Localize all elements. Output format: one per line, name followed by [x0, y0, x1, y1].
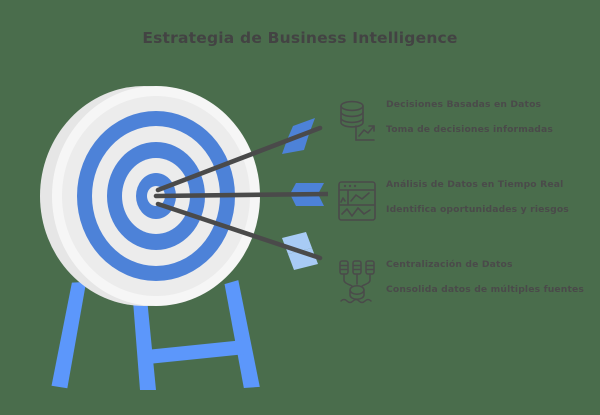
stand-leg-left: [51, 281, 87, 389]
stand-leg-right: [224, 280, 260, 389]
arrow-bottom-shaft: [155, 201, 323, 261]
stand-leg-middle: [132, 288, 156, 390]
arrow-middle-fletching-upper: [290, 183, 324, 194]
feature-title: Análisis de Datos en Tiempo Real: [386, 179, 564, 190]
arrow-middle-fletching-lower: [290, 194, 324, 206]
arrow-top: [155, 118, 323, 193]
target-illustration: [28, 78, 328, 398]
feature-list: Decisiones Basadas en Datos Toma de deci…: [336, 92, 594, 332]
stand-crossbar: [146, 340, 246, 364]
database-chart-icon: [336, 96, 380, 148]
feature-title: Centralización de Datos: [386, 259, 513, 270]
arrow-middle-shaft: [153, 191, 328, 199]
target-stand: [51, 280, 260, 390]
data-consolidation-icon: [336, 256, 380, 308]
feature-text-block: Centralización de Datos Consolida datos …: [380, 252, 594, 296]
feature-subtitle: Toma de decisiones informadas: [386, 124, 554, 135]
feature-subtitle: Consolida datos de múltiples fuentes: [386, 284, 585, 295]
feature-text-block: Decisiones Basadas en Datos Toma de deci…: [380, 92, 594, 136]
arrow-middle: [153, 183, 328, 206]
arrow-top-shaft: [155, 125, 323, 193]
feature-item-centralizacion[interactable]: Centralización de Datos Consolida datos …: [336, 252, 594, 310]
target-svg: [40, 86, 328, 390]
page-title: Estrategia de Business Intelligence: [142, 29, 458, 47]
arrow-top-fletching-lower: [282, 134, 309, 154]
feature-subtitle: Identifica oportunidades y riesgos: [386, 204, 569, 215]
arrow-top-fletching-upper: [287, 118, 315, 140]
feature-item-decisiones[interactable]: Decisiones Basadas en Datos Toma de deci…: [336, 92, 594, 150]
feature-title: Decisiones Basadas en Datos: [386, 99, 542, 110]
dashboard-analytics-icon: [336, 176, 380, 228]
feature-text-block: Análisis de Datos en Tiempo Real Identif…: [380, 172, 594, 216]
feature-item-analisis[interactable]: Análisis de Datos en Tiempo Real Identif…: [336, 172, 594, 230]
arrow-bottom: [155, 201, 323, 270]
